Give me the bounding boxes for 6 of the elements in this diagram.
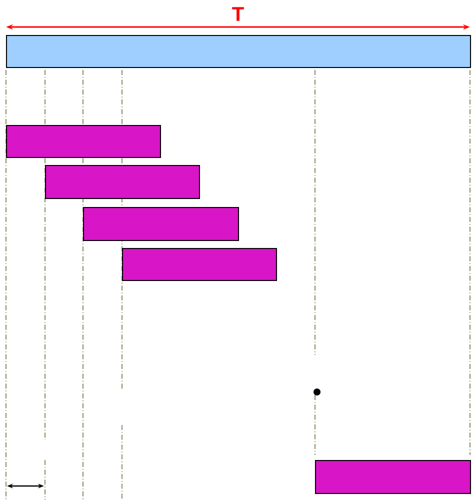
- bar: [315, 460, 471, 494]
- bar: [45, 165, 200, 199]
- bar: [6, 125, 161, 158]
- bar: [6, 35, 471, 68]
- bar: [83, 207, 239, 241]
- bar: [122, 248, 277, 281]
